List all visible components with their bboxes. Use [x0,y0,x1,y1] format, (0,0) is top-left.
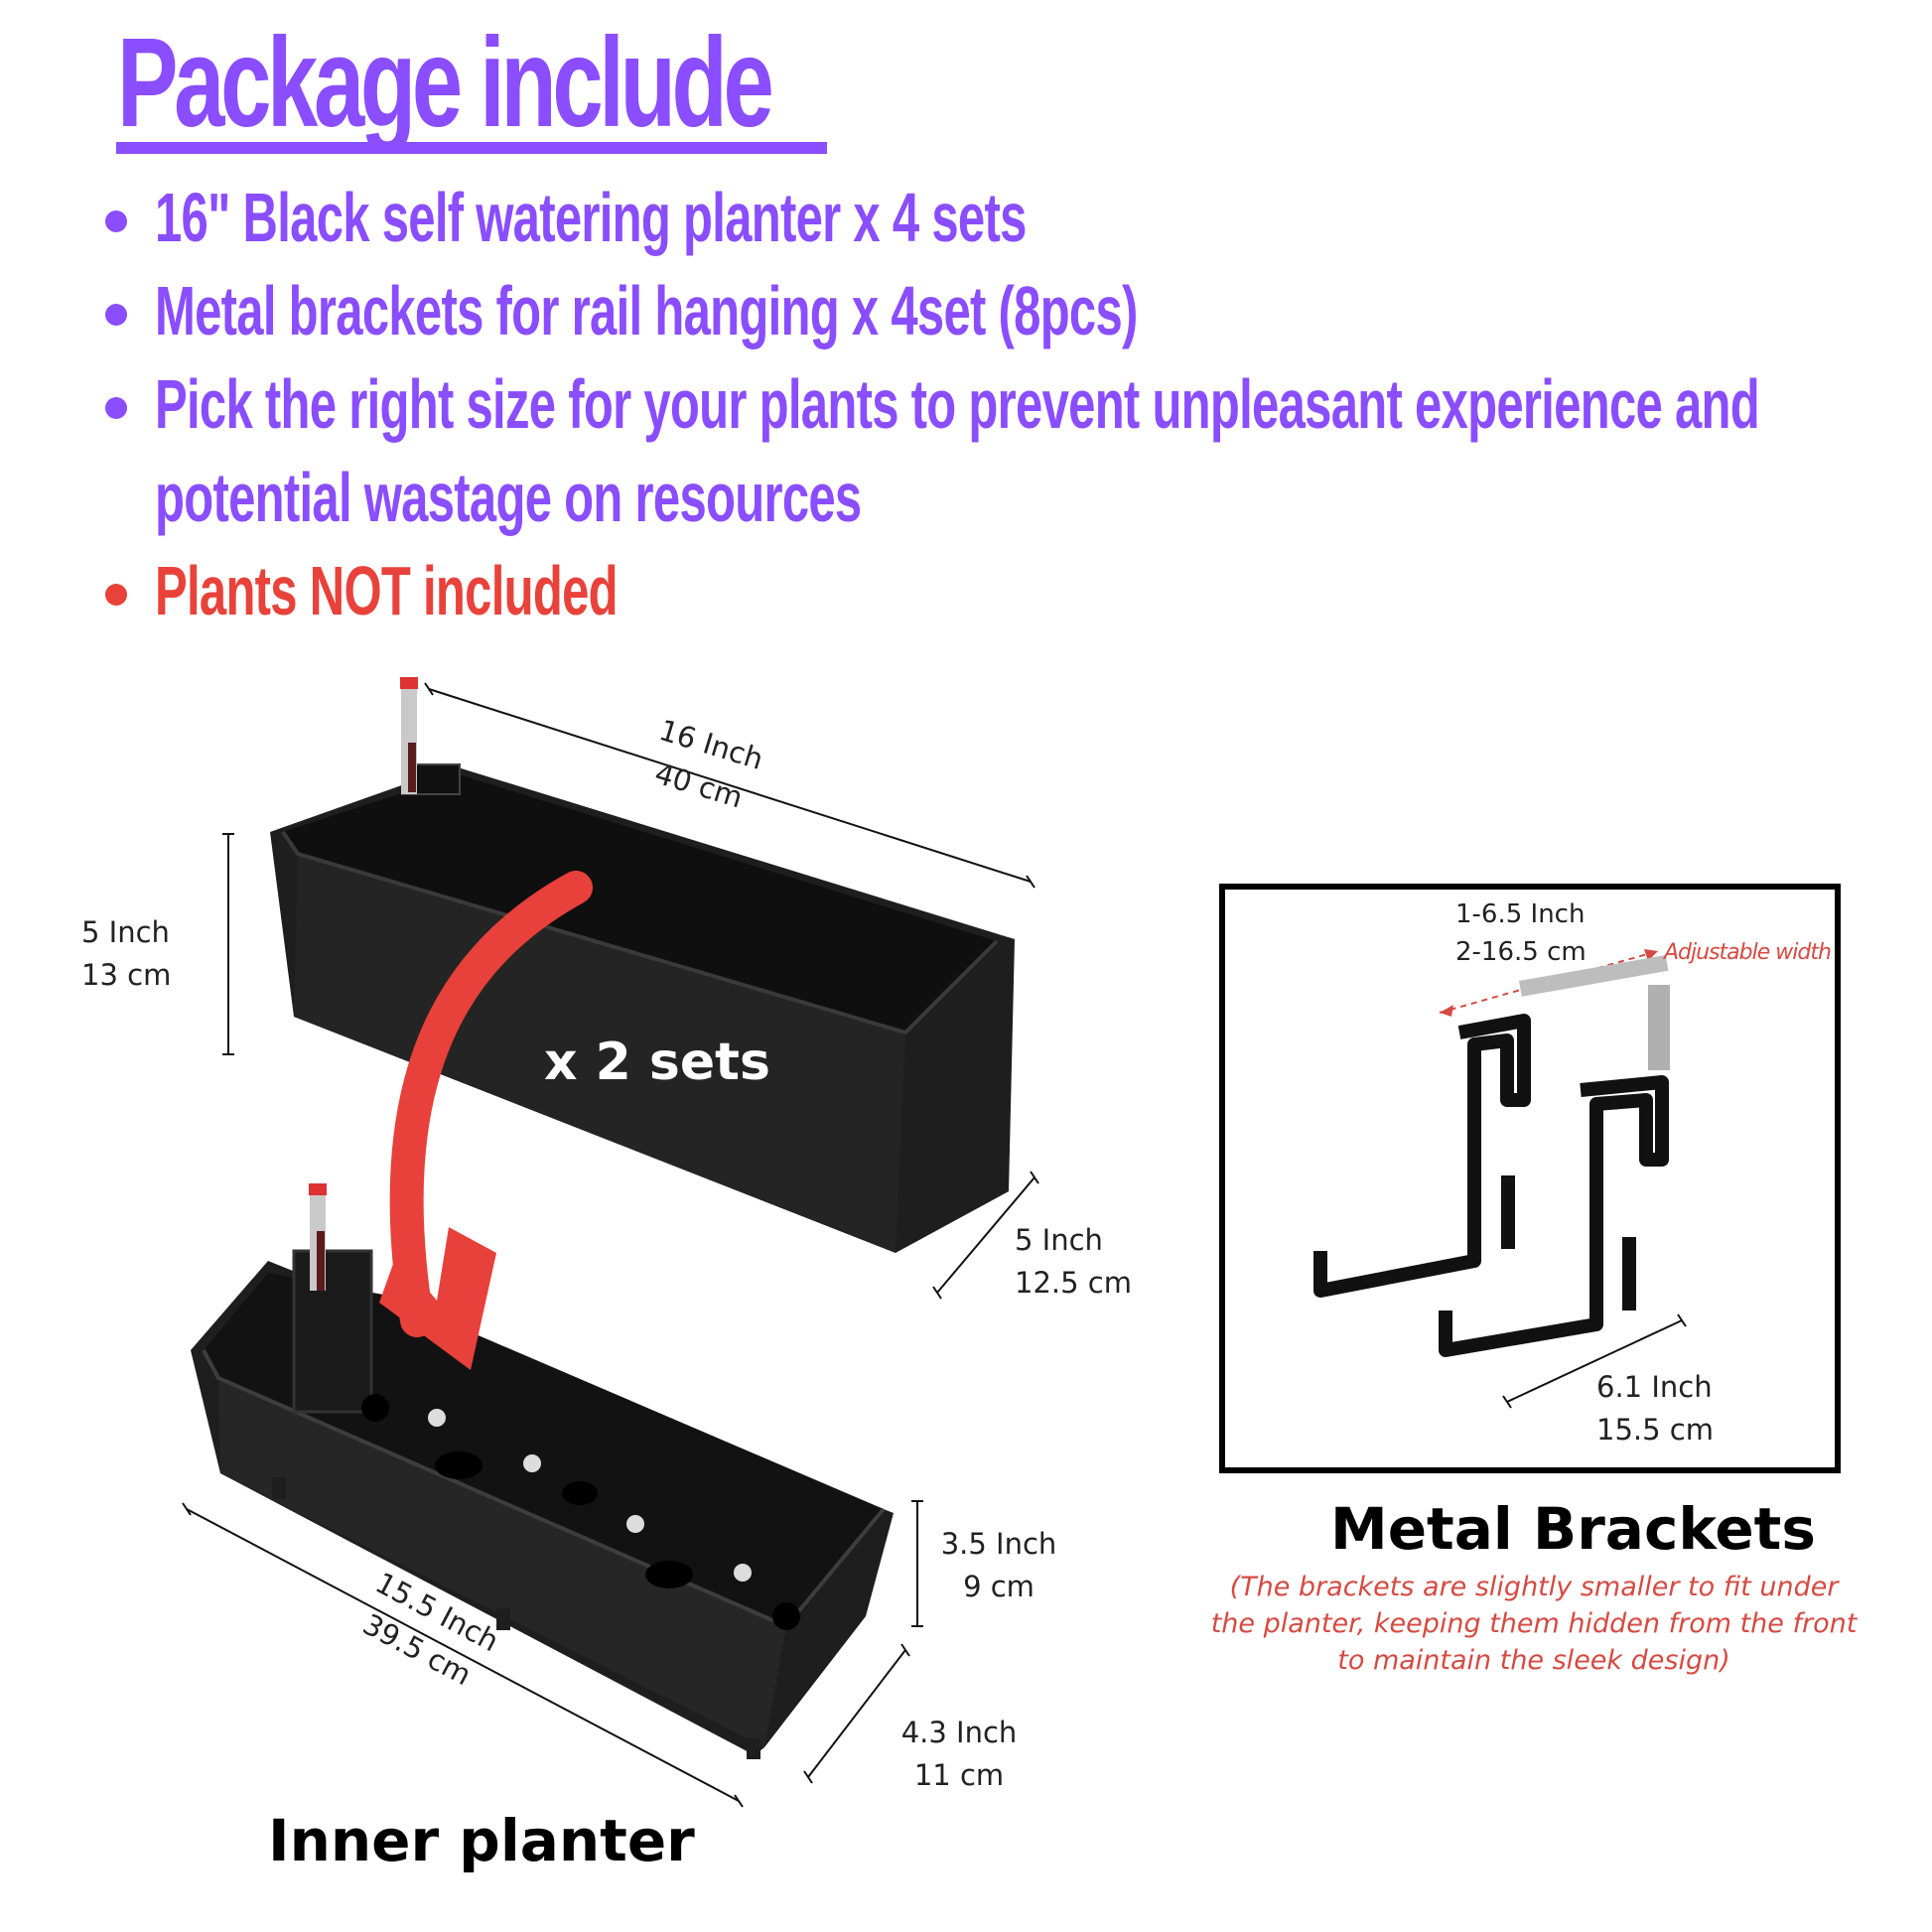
bullet-list: 16" Black self watering planter x 4 sets… [99,171,1866,637]
inner-depth-label: 4.3 Inch 11 cm [900,1716,1018,1792]
metal-brackets-image [1313,949,1670,1357]
adjustable-width-label: Adjustable width [1664,940,1832,965]
bullet-brackets: Metal brackets for rail hanging x 4set (… [99,264,1866,357]
brackets-panel [1219,884,1841,1473]
brackets-title: Metal Brackets [1330,1495,1816,1563]
inner-planter-image [191,1183,894,1759]
bracket-dimension-lines [1502,1313,1687,1409]
bullet-dot [105,210,127,232]
inner-dimension-lines [182,1500,923,1808]
bracket-width-label: 1-6.5 Inch 2-16.5 cm [1455,899,1587,967]
bullet-dot [105,304,127,326]
outer-height-label: 5 Inch 13 cm [81,915,172,992]
inner-height-label: 3.5 Inch 9 cm [940,1527,1057,1603]
outer-depth-label: 5 Inch 12.5 cm [1015,1223,1132,1300]
title-underline [116,142,827,154]
page-title: Package include [117,12,774,154]
brackets-note: (The brackets are slightly smaller to fi… [1210,1572,1858,1676]
outer-dimension-lines [222,682,1039,1300]
bullet-dot [105,584,127,606]
bullet-size-advice: Pick the right size for your plants to p… [99,357,1866,544]
bullet-plants-not-included: Plants NOT included [99,544,1866,637]
bullet-planter-count: 16" Black self watering planter x 4 sets [99,171,1866,264]
sets-label: x 2 sets [544,1033,770,1092]
bullet-dot [105,397,127,419]
inner-planter-title: Inner planter [268,1807,695,1874]
bracket-depth-label: 6.1 Inch 15.5 cm [1596,1370,1714,1447]
outer-planter-image [270,677,1015,1253]
curved-arrow-icon [379,871,593,1370]
